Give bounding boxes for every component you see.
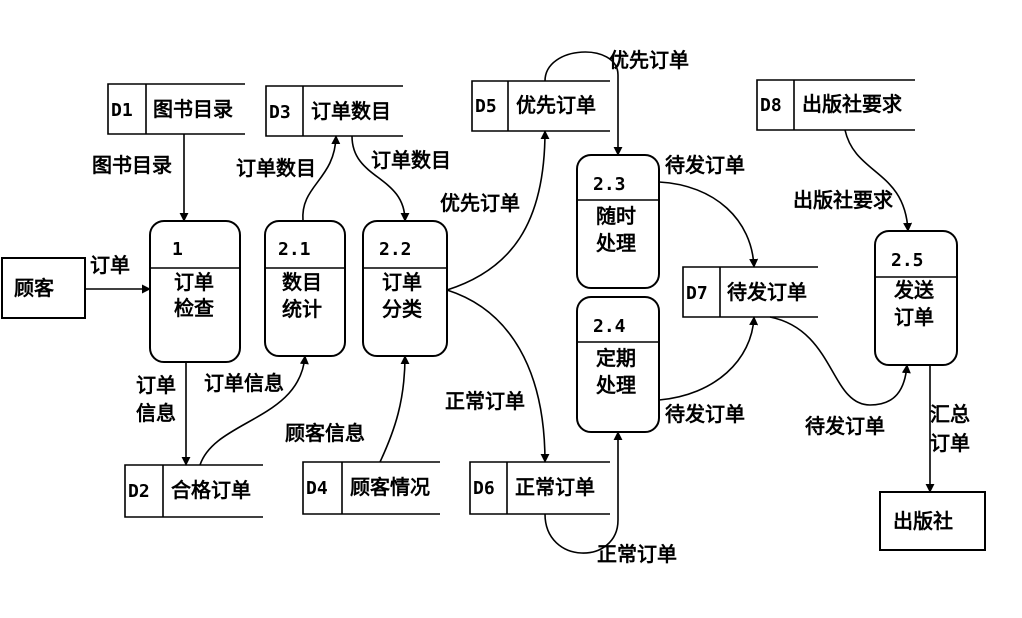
flow-label-summary-2: 订单	[930, 431, 970, 455]
store-d2: D2 合格订单	[124, 464, 263, 518]
svg-text:2.3: 2.3	[593, 174, 626, 195]
svg-text:统计: 统计	[282, 297, 322, 321]
svg-text:2.1: 2.1	[278, 239, 311, 260]
store-d3: D3 订单数目	[265, 85, 403, 137]
svg-text:正常订单: 正常订单	[515, 475, 595, 499]
flow-order-count-down	[351, 135, 410, 222]
flow-label-priority-in: 优先订单	[609, 48, 689, 72]
svg-text:顾客: 顾客	[14, 276, 55, 300]
store-d7: D7 待发订单	[682, 266, 818, 318]
svg-text:2.5: 2.5	[891, 250, 924, 271]
flow-label-pending-a: 待发订单	[665, 153, 745, 177]
store-d6: D6 正常订单	[469, 461, 610, 515]
svg-text:D1: D1	[111, 100, 133, 121]
svg-text:订单数目: 订单数目	[311, 99, 391, 123]
entity-customer: 顾客	[1, 257, 86, 319]
store-d1: D1 图书目录	[107, 83, 245, 135]
svg-text:出版社: 出版社	[893, 509, 953, 533]
svg-text:分类: 分类	[382, 297, 422, 321]
svg-text:订单: 订单	[174, 270, 214, 294]
store-d8: D8 出版社要求	[756, 79, 915, 131]
svg-text:合格订单: 合格订单	[171, 478, 251, 502]
svg-text:D8: D8	[760, 95, 782, 116]
flow-label-pending-b: 待发订单	[665, 402, 745, 426]
svg-text:2.2: 2.2	[379, 239, 412, 260]
svg-text:定期: 定期	[596, 346, 636, 370]
svg-text:发送: 发送	[893, 278, 935, 302]
flow-label-publisher-req: 出版社要求	[793, 188, 894, 212]
svg-text:订单: 订单	[894, 305, 934, 329]
svg-text:出版社要求: 出版社要求	[802, 92, 903, 116]
svg-text:数目: 数目	[282, 270, 322, 294]
flow-label-normal-in: 正常订单	[597, 542, 677, 566]
svg-text:随时: 随时	[596, 204, 636, 228]
svg-text:1: 1	[172, 239, 183, 260]
flow-label-order-count-down: 订单数目	[371, 148, 451, 172]
svg-text:待发订单: 待发订单	[727, 280, 807, 304]
flow-label-order-info-a-2: 信息	[136, 401, 176, 425]
svg-text:2.4: 2.4	[593, 316, 626, 337]
svg-text:图书目录: 图书目录	[153, 97, 233, 121]
flow-pending-b	[658, 316, 759, 401]
process-1: 1 订单 检查	[149, 220, 241, 363]
entity-publisher: 出版社	[879, 491, 986, 551]
flow-pending-a	[658, 181, 759, 268]
process-2-5: 2.5 发送 订单	[874, 230, 958, 366]
process-2-3: 2.3 随时 处理	[576, 154, 660, 289]
flow-label-pending-c: 待发订单	[805, 414, 885, 438]
flow-label-order: 订单	[90, 253, 130, 277]
flow-priority-in	[544, 51, 623, 156]
svg-text:D2: D2	[128, 481, 150, 502]
flow-label-order-count-up: 订单数目	[236, 156, 316, 180]
flow-label-order-info-a-1: 订单	[136, 373, 176, 397]
svg-text:订单: 订单	[382, 270, 422, 294]
flow-priority-out	[446, 130, 550, 291]
process-2-2: 2.2 订单 分类	[362, 220, 448, 357]
flow-label-priority-out: 优先订单	[440, 191, 520, 215]
flow-label-customer-info: 顾客信息	[285, 421, 365, 445]
svg-text:处理: 处理	[595, 373, 636, 397]
flow-order-info-to-p21	[199, 355, 309, 466]
store-d5: D5 优先订单	[471, 80, 610, 132]
flow-label-summary-1: 汇总	[930, 402, 970, 426]
flow-pending-c	[769, 316, 911, 406]
flow-label-catalog: 图书目录	[92, 153, 172, 177]
svg-text:检查: 检查	[174, 296, 214, 320]
flow-publisher-req	[844, 129, 913, 232]
flow-label-normal-out: 正常订单	[445, 389, 525, 413]
svg-text:处理: 处理	[595, 231, 636, 255]
svg-text:D3: D3	[269, 102, 291, 123]
store-d4: D4 顾客情况	[302, 461, 440, 515]
flow-label-order-info-b: 订单信息	[204, 371, 284, 395]
process-2-4: 2.4 定期 处理	[576, 296, 660, 433]
svg-text:D5: D5	[475, 96, 497, 117]
svg-text:顾客情况: 顾客情况	[350, 475, 430, 499]
flow-normal-out	[446, 289, 550, 463]
process-2-1: 2.1 数目 统计	[264, 220, 346, 357]
flow-normal-in	[544, 431, 623, 554]
svg-text:D6: D6	[473, 478, 495, 499]
svg-text:优先订单: 优先订单	[516, 93, 596, 117]
flow-order-count-up	[302, 135, 341, 222]
svg-text:D4: D4	[306, 478, 328, 499]
flow-customer-info	[379, 355, 410, 463]
svg-text:D7: D7	[686, 283, 708, 304]
